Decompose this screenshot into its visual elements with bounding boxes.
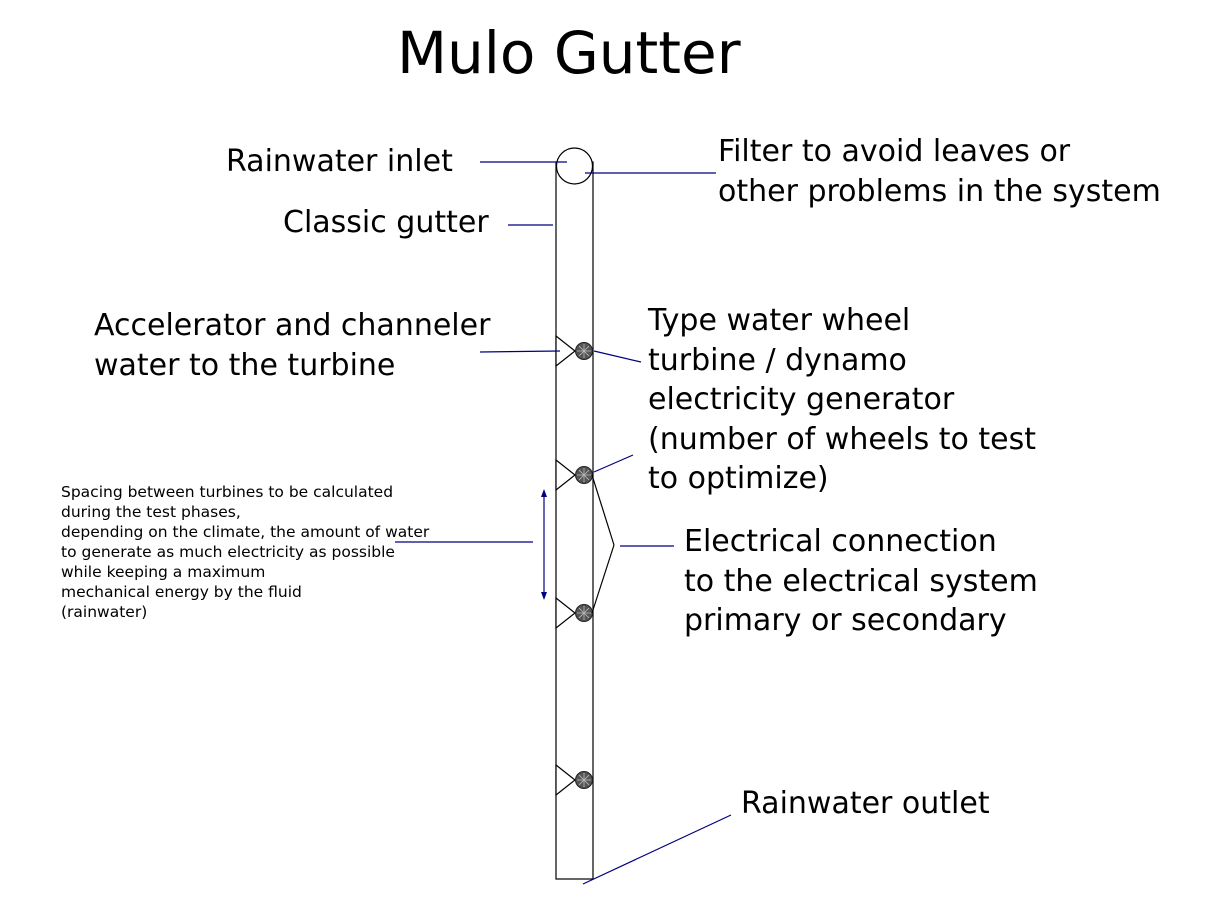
- leader-accelerator: [479, 350, 561, 353]
- leader-outlet: [582, 814, 732, 885]
- inlet-filter-circle: [555, 147, 594, 185]
- label-turbine: Type water wheel turbine / dynamo electr…: [648, 303, 1037, 496]
- wheel-spoke: [583, 612, 590, 619]
- turbine-wheel-3: [575, 604, 593, 622]
- turbine-wheel-4: [575, 771, 593, 789]
- wheel-spoke: [578, 350, 585, 357]
- wheel-spoke: [578, 779, 585, 786]
- turbine-wheel-2: [575, 466, 593, 484]
- wheel-spoke: [583, 345, 590, 352]
- wheel-spoke: [578, 774, 585, 781]
- wheel-spoke: [583, 779, 590, 786]
- label-classic-gutter: Classic gutter: [283, 205, 489, 240]
- label-electrical-connection: Electrical connection to the electrical …: [684, 524, 1038, 638]
- spacing-arrow: [541, 489, 547, 600]
- wheel-spoke: [583, 607, 590, 614]
- diagram-title: Mulo Gutter: [397, 19, 741, 87]
- wheel-spoke: [583, 474, 590, 481]
- electrical-wiring: [591, 474, 615, 614]
- label-spacing: Spacing between turbines to be calculate…: [61, 483, 430, 621]
- accelerator-triangle-3: [555, 596, 576, 630]
- accelerator-triangle-2: [555, 458, 576, 492]
- label-filter: Filter to avoid leaves or other problems…: [718, 134, 1161, 209]
- wheel-spoke: [578, 612, 585, 619]
- wheel-spoke: [578, 345, 585, 352]
- wheel-spoke: [578, 607, 585, 614]
- leader-turbine-1: [593, 350, 642, 363]
- label-accelerator: Accelerator and channeler water to the t…: [94, 308, 491, 383]
- wheel-spoke: [583, 774, 590, 781]
- wheel-spoke: [583, 469, 590, 476]
- wheel-spoke: [578, 469, 585, 476]
- label-rainwater-inlet: Rainwater inlet: [226, 144, 453, 179]
- turbine-wheel-1: [575, 342, 593, 360]
- accelerator-triangle-4: [555, 763, 576, 797]
- leader-turbine-2: [593, 454, 634, 473]
- wheel-spoke: [583, 350, 590, 357]
- label-rainwater-outlet: Rainwater outlet: [741, 786, 990, 821]
- wheel-spoke: [578, 474, 585, 481]
